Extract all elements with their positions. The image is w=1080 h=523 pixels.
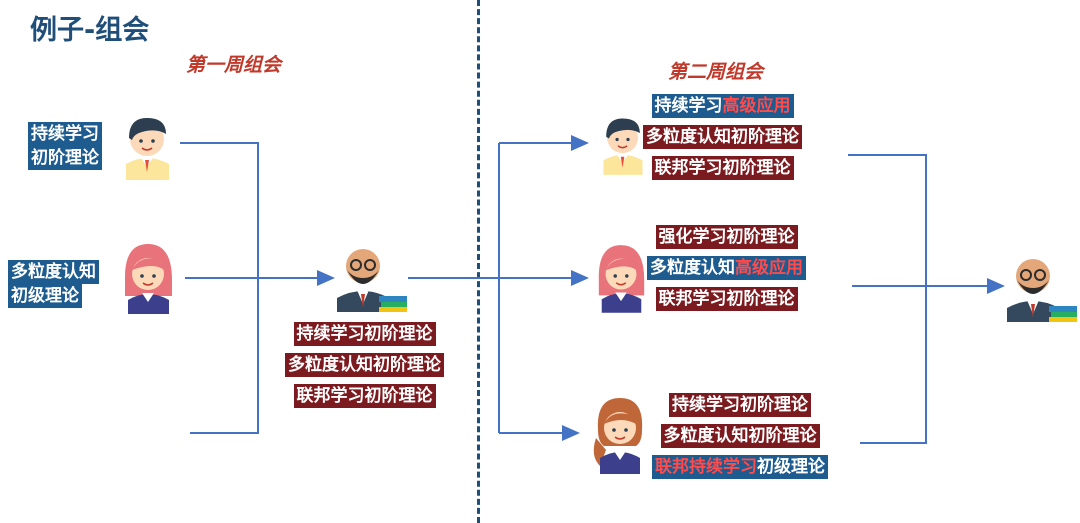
professor-icon: [337, 249, 407, 312]
student3-week2-topics: 持续学习初阶理论 多粒度认知初阶理论 联邦持续学习初级理论: [652, 393, 828, 479]
label-line: 持续学习: [28, 122, 102, 146]
topic-tag: 联邦持续学习初级理论: [652, 455, 828, 479]
student-boy-icon: [126, 118, 169, 180]
label-line: 初阶理论: [28, 146, 102, 170]
professor-icon: [1007, 259, 1077, 322]
week2-heading: 第二周组会: [668, 61, 764, 83]
topic-tag: 多粒度认知高级应用: [647, 256, 806, 280]
result-tag: 联邦学习初阶理论: [293, 384, 436, 408]
student2-week2-topics: 强化学习初阶理论 多粒度认知高级应用 联邦学习初阶理论: [647, 225, 806, 311]
label-line: 多粒度认知: [8, 260, 99, 284]
label-line: 初级理论: [8, 284, 82, 308]
student-girl-ponytail-icon: [593, 398, 643, 474]
student1-week2-topics: 持续学习高级应用 多粒度认知初阶理论 联邦学习初阶理论: [643, 94, 802, 180]
week-divider: [477, 0, 480, 523]
topic-tag: 多粒度认知初阶理论: [643, 125, 802, 149]
topic-tag: 多粒度认知初阶理论: [660, 424, 820, 448]
student2-week1-label: 多粒度认知 初级理论: [8, 260, 99, 308]
topic-tag: 强化学习初阶理论: [655, 225, 798, 249]
result-tag: 多粒度认知初阶理论: [285, 353, 444, 377]
topic-tag: 持续学习高级应用: [651, 94, 794, 118]
page-title: 例子-组会: [30, 15, 150, 46]
student1-week1-label: 持续学习 初阶理论: [28, 122, 102, 170]
student-girl-icon: [124, 244, 172, 314]
topic-tag: 持续学习初阶理论: [669, 393, 811, 417]
result-tag: 持续学习初阶理论: [293, 322, 436, 346]
topic-tag: 联邦学习初阶理论: [655, 287, 798, 311]
week1-results: 持续学习初阶理论 多粒度认知初阶理论 联邦学习初阶理论: [285, 322, 444, 408]
student-girl-icon: [598, 245, 645, 313]
week1-heading: 第一周组会: [186, 54, 282, 76]
student-boy-icon: [603, 118, 643, 175]
topic-tag: 联邦学习初阶理论: [651, 156, 794, 180]
